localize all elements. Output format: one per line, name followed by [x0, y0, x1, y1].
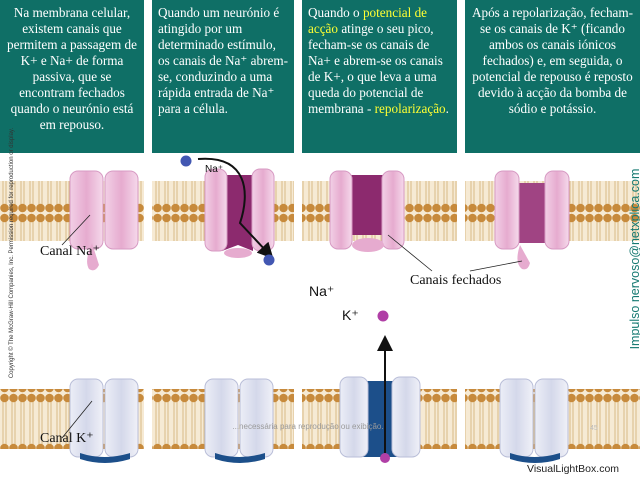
panel-repol-post: .	[445, 101, 449, 116]
na-channel-closed-1	[69, 170, 139, 271]
panel-restoration: Após a repolarização, fecham-se os canai…	[465, 0, 640, 153]
panel-repol-pre: Quando o	[308, 5, 363, 20]
k-channel-closed-2	[204, 378, 274, 463]
k-ion-inside	[380, 453, 390, 463]
copyright-text: Copyright © The McGraw-Hill Companies, I…	[9, 127, 15, 379]
pointer-fechados-1	[387, 234, 433, 272]
pointer-canal-k	[61, 400, 93, 439]
label-canal-k: Canal K⁺	[40, 431, 94, 446]
label-canais-fechados: Canais fechados	[410, 273, 502, 288]
na-inflow-arrow	[197, 157, 274, 259]
page-number: 45	[590, 425, 598, 432]
k-ion-outside	[377, 310, 389, 322]
pointer-canal-na	[61, 214, 91, 246]
na-channel-inactivated	[329, 170, 405, 252]
reproduction-notice: ...necessária para reprodução ou exibiçã…	[232, 422, 384, 431]
panel-depolarization: Quando um neurónio é atingido por um det…	[152, 0, 294, 153]
na-ion-inside	[263, 254, 275, 266]
label-canal-na: Canal Na⁺	[40, 244, 100, 259]
label-na-small: Na⁺	[205, 164, 224, 175]
na-channel-open	[204, 168, 275, 258]
highlight-action-potential: potencial de acção	[308, 5, 428, 36]
k-channel-open	[339, 376, 421, 458]
k-channel-closed-3	[499, 378, 569, 463]
watermark: VisualLightBox.com	[527, 463, 620, 475]
pointer-fechados-2	[469, 260, 523, 272]
panel-resting-text: Na membrana celular, existem canais que …	[7, 5, 137, 132]
panel-repol-mid: atinge o seu pico, fecham-se os canais d…	[308, 21, 443, 116]
na-ion-outside	[180, 155, 192, 167]
panel-repolarization: Quando o potencial de acção atinge o seu…	[302, 0, 457, 153]
highlight-repolarization: repolarização	[374, 101, 446, 116]
label-k-ion: K⁺	[342, 307, 359, 323]
source-credit: Impulso nervoso@netxplica.com	[628, 168, 640, 350]
label-na-ion: Na⁺	[309, 283, 335, 299]
k-channel-closed-1	[69, 378, 139, 463]
panel-restoration-text: Após a repolarização, fecham-se os canai…	[471, 5, 634, 116]
panel-depolarization-text: Quando um neurónio é atingido por um det…	[158, 5, 288, 116]
panel-resting: Na membrana celular, existem canais que …	[0, 0, 144, 153]
membrane-diagram	[0, 153, 640, 480]
na-channel-closed-2	[494, 170, 570, 270]
